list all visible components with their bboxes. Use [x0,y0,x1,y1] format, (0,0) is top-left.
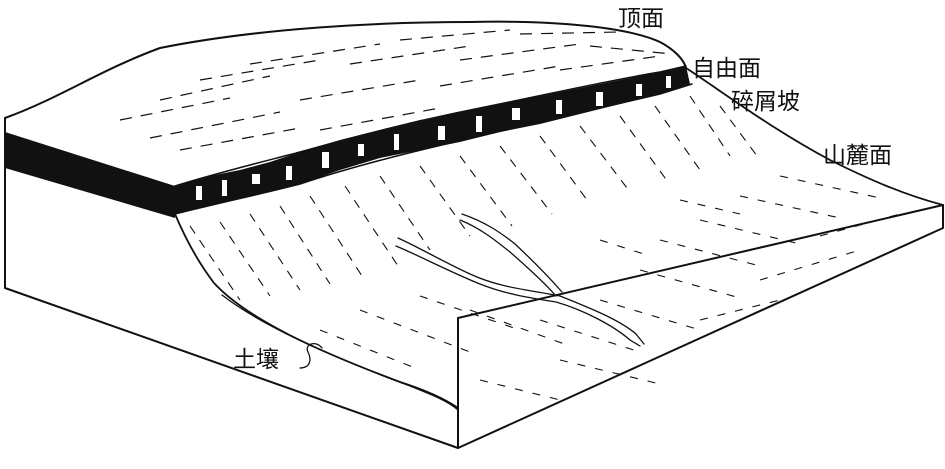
top-surface-left-edge [4,21,471,119]
pediment-edge [685,67,944,206]
pediment-hatching [319,175,901,401]
label-free-face: 自由面 [692,56,761,82]
soil-leader [299,342,323,369]
block-front-face [4,117,459,449]
label-soil: 土壤 [233,347,279,373]
top-surface-hatching [119,29,673,151]
slope-profile [174,213,459,409]
gully [395,213,645,347]
label-pediment: 山麓面 [823,143,892,169]
caprock-layer-front [5,132,175,218]
soil-line [221,294,459,411]
debris-slope-hatching [189,95,761,301]
label-top-surface: 顶面 [618,6,664,32]
free-face-cliff [175,66,690,214]
cliff-blocks [196,76,671,200]
label-debris-slope: 碎屑坡 [731,89,800,115]
block-right-face [457,204,944,449]
top-surface-crest [469,20,687,69]
